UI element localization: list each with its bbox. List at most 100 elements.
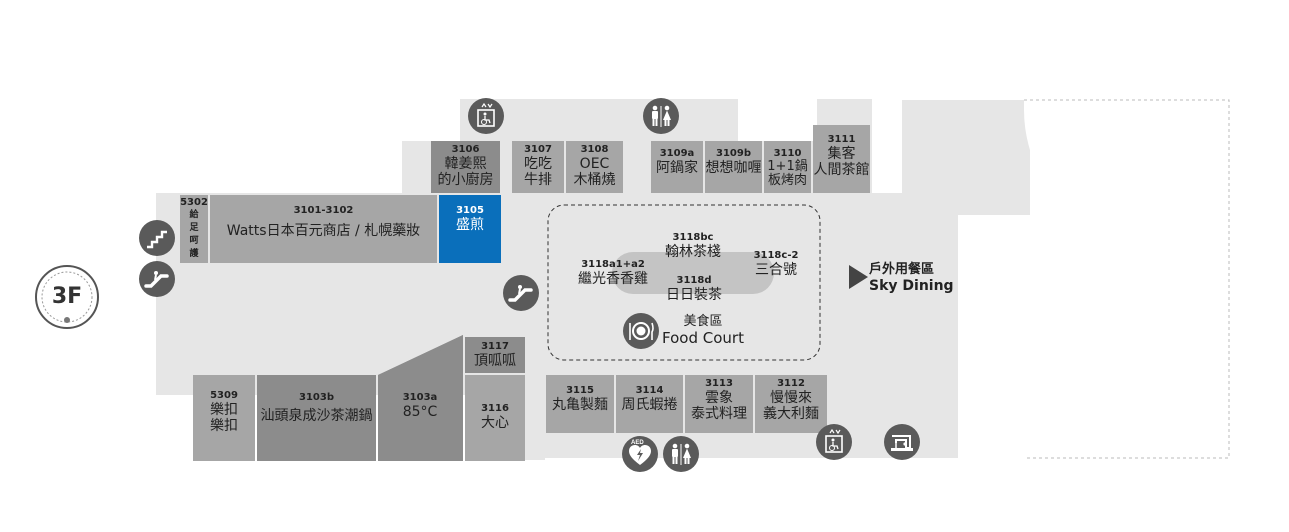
store-name-char: 給 bbox=[189, 209, 199, 220]
store-number: 3106 bbox=[451, 144, 480, 155]
store-3113-box bbox=[685, 375, 753, 433]
store-3115[interactable]: 3115 丸亀製麵 bbox=[546, 385, 614, 413]
store-number: 3116 bbox=[481, 403, 509, 414]
store-name-char: 足 bbox=[189, 222, 199, 233]
store-3103a[interactable]: 3103a 85°C bbox=[385, 392, 455, 420]
store-name: 丸亀製麵 bbox=[552, 396, 608, 413]
store-number: 3118a1+a2 bbox=[581, 259, 645, 270]
store-name: 木桶燒 bbox=[573, 171, 616, 188]
store-3109b[interactable]: 3109b 想想咖喱 bbox=[703, 148, 764, 176]
food-court-label: 美食區 Food Court bbox=[658, 314, 748, 347]
aed-text: AED bbox=[631, 440, 644, 446]
accessible-elevator-icon[interactable] bbox=[468, 98, 504, 134]
store-3105[interactable]: 3105 盛煎 bbox=[439, 205, 501, 233]
store-3118c-2[interactable]: 3118c-2 三合號 bbox=[746, 250, 806, 278]
store-name: 義大利麵 bbox=[763, 405, 819, 422]
store-3109b-box bbox=[705, 141, 762, 193]
outdoor-label-zh: 戶外用餐區 bbox=[869, 262, 935, 277]
store-name: 想想咖喱 bbox=[705, 159, 762, 176]
store-3118a1-a2[interactable]: 3118a1+a2 繼光香香雞 bbox=[570, 259, 656, 287]
store-3111[interactable]: 3111 集客 人間茶館 bbox=[813, 134, 870, 178]
store-number: 3115 bbox=[566, 385, 594, 396]
store-name: OEC bbox=[579, 155, 610, 172]
store-name: 吃吃 bbox=[524, 155, 552, 172]
store-number: 3114 bbox=[635, 385, 664, 396]
store-number: 3107 bbox=[524, 144, 552, 155]
accessible-elevator-icon[interactable] bbox=[816, 424, 852, 460]
store-3115-box bbox=[546, 375, 614, 433]
restroom-icon[interactable] bbox=[663, 436, 699, 472]
store-3108[interactable]: 3108 OEC 木桶燒 bbox=[566, 144, 623, 188]
outdoor-wall-area bbox=[902, 100, 1030, 458]
aed-icon[interactable]: AED bbox=[622, 436, 658, 472]
food-court-kiosk bbox=[612, 252, 774, 294]
store-name: 日日裝茶 bbox=[666, 286, 722, 303]
store-3106-box bbox=[431, 141, 500, 193]
store-name: 牛排 bbox=[524, 171, 552, 188]
store-name: 人間茶館 bbox=[813, 161, 870, 178]
outdoor-arrow-icon bbox=[849, 265, 868, 289]
escalator-icon[interactable] bbox=[503, 275, 539, 311]
store-3103b[interactable]: 3103b 汕頭泉成沙茶潮鍋 bbox=[257, 392, 376, 424]
store-number: 3109a bbox=[659, 148, 695, 159]
store-number: 3118bc bbox=[672, 232, 714, 243]
store-number: 3118c-2 bbox=[753, 250, 799, 261]
food-court-outline bbox=[547, 204, 821, 361]
outdoor-label-en: Sky Dining bbox=[869, 277, 954, 294]
store-name: 的小廚房 bbox=[437, 171, 494, 188]
store-name: 大心 bbox=[481, 414, 509, 431]
escalator-icon[interactable] bbox=[139, 261, 175, 297]
store-3109a-box bbox=[651, 141, 703, 193]
store-3107[interactable]: 3107 吃吃 牛排 bbox=[512, 144, 564, 188]
store-name: 汕頭泉成沙茶潮鍋 bbox=[260, 407, 373, 424]
restroom-icon[interactable] bbox=[643, 98, 679, 134]
store-3111-box bbox=[813, 125, 870, 193]
store-number: 3118d bbox=[676, 275, 712, 286]
store-3113[interactable]: 3113 雲象 泰式料理 bbox=[685, 378, 753, 422]
store-3112-box bbox=[755, 375, 827, 433]
store-3118d[interactable]: 3118d 日日裝茶 bbox=[656, 275, 732, 303]
store-3106[interactable]: 3106 韓姜熙 的小廚房 bbox=[431, 144, 500, 188]
outdoor-dining-label[interactable]: 戶外用餐區 Sky Dining bbox=[869, 262, 954, 294]
store-5302-box bbox=[180, 195, 208, 263]
store-number: 3113 bbox=[705, 378, 733, 389]
store-number: 3103a bbox=[402, 392, 438, 403]
store-name: 盛煎 bbox=[456, 216, 484, 233]
floor-label: 3F bbox=[51, 284, 83, 309]
store-number: 3103b bbox=[299, 392, 334, 403]
store-name: 阿鍋家 bbox=[656, 159, 698, 176]
store-3108-box bbox=[566, 141, 623, 193]
store-3101-3102[interactable]: 3101-3102 Watts日本百元商店 / 札幌藥妝 bbox=[210, 205, 437, 239]
store-3109a[interactable]: 3109a 阿鍋家 bbox=[651, 148, 703, 176]
store-name: 板烤肉 bbox=[767, 173, 807, 189]
store-3118bc[interactable]: 3118bc 翰林茶棧 bbox=[650, 232, 736, 260]
store-3110[interactable]: 3110 1+1鍋 板烤肉 bbox=[764, 148, 811, 189]
store-number: 3101-3102 bbox=[293, 205, 354, 216]
store-3110-box bbox=[764, 141, 811, 193]
food-court-label-en: Food Court bbox=[662, 328, 744, 347]
store-name: 周氏蝦捲 bbox=[621, 396, 678, 413]
store-5309-box bbox=[193, 375, 255, 461]
dining-icon bbox=[623, 313, 659, 349]
store-number: 5302 bbox=[180, 197, 208, 208]
sewing-machine-icon[interactable] bbox=[884, 424, 920, 460]
store-5309[interactable]: 5309 樂扣 樂扣 bbox=[193, 390, 255, 434]
store-5302[interactable]: 5302 給 足 呵 護 bbox=[180, 197, 208, 261]
store-3114[interactable]: 3114 周氏蝦捲 bbox=[616, 385, 683, 413]
store-name: 慢慢來 bbox=[770, 389, 812, 406]
store-number: 3111 bbox=[827, 134, 856, 145]
corridor-top bbox=[460, 99, 738, 141]
store-name: 三合號 bbox=[755, 261, 797, 278]
store-3116[interactable]: 3116 大心 bbox=[465, 403, 525, 431]
store-name-char: 護 bbox=[189, 248, 199, 259]
store-name: 雲象 bbox=[705, 389, 733, 406]
store-name: 翰林茶棧 bbox=[665, 243, 721, 260]
store-3112[interactable]: 3112 慢慢來 義大利麵 bbox=[755, 378, 827, 422]
store-number: 3112 bbox=[777, 378, 805, 389]
store-3117[interactable]: 3117 頂呱呱 bbox=[465, 341, 525, 369]
stairs-icon[interactable] bbox=[139, 220, 175, 256]
store-number: 3117 bbox=[481, 341, 509, 352]
store-name: 樂扣 bbox=[210, 417, 238, 434]
store-3114-box bbox=[616, 375, 683, 433]
